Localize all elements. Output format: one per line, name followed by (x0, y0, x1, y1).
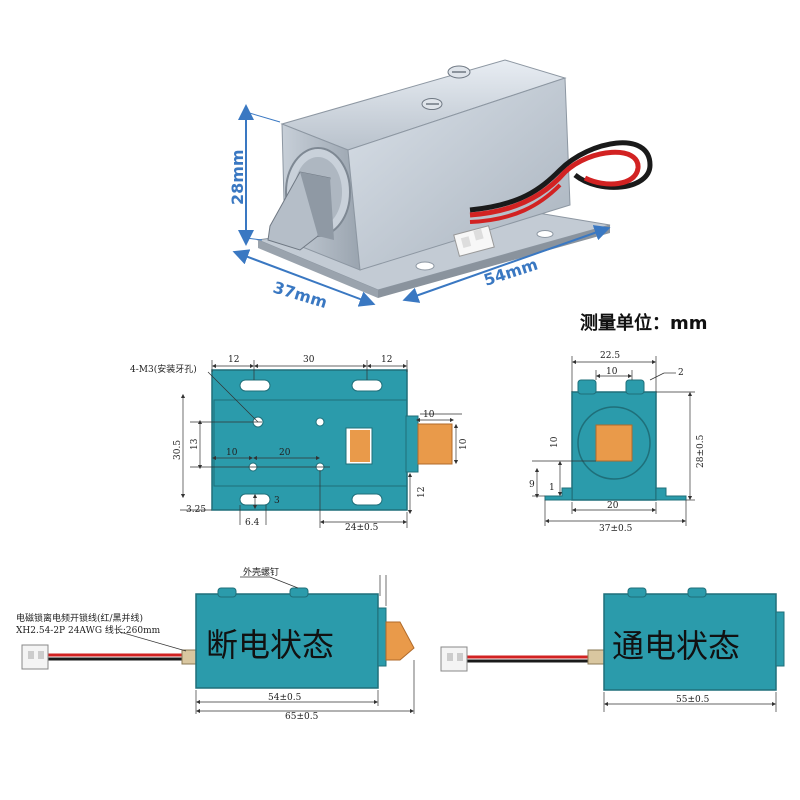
dim-2: 2 (678, 368, 684, 378)
dim-12: 12 (417, 487, 427, 498)
dim-225: 22.5 (600, 351, 620, 361)
dim-64: 6.4 (245, 518, 260, 528)
side-view-dimensions (532, 356, 695, 526)
dim-54: 54±0.5 (268, 693, 302, 703)
wire-note-2: XH2.54-2P 24AWG 线长:260mm (16, 624, 161, 636)
dim-bolt-w: 10 (423, 410, 435, 420)
hole-note: 4-M3(安装牙孔) (130, 363, 197, 375)
off-state-title: 断电状态 (206, 626, 334, 664)
dim-1: 1 (549, 483, 555, 493)
photo-dimensions (232, 104, 611, 307)
dim-bolt-h: 10 (459, 438, 469, 450)
off-state-dimensions (119, 575, 415, 714)
dim-top-right: 12 (381, 355, 392, 365)
dim-side-10: 10 (606, 367, 618, 377)
front-view-dimensions (180, 360, 462, 528)
dim-24: 24±0.5 (345, 523, 379, 533)
on-state-title: 通电状态 (612, 627, 740, 665)
dim-28: 28±0.5 (696, 434, 706, 468)
side-view (544, 379, 687, 501)
dim-325: 3.25 (186, 505, 206, 515)
front-view (211, 369, 453, 511)
dim-9: 9 (529, 480, 535, 490)
dim-top-mid: 30 (303, 355, 315, 365)
dim-10: 10 (226, 448, 238, 458)
off-state-view (21, 587, 415, 689)
on-state-dimensions (603, 692, 777, 712)
dim-side-10v: 10 (550, 436, 560, 448)
dim-65: 65±0.5 (285, 712, 319, 722)
product-photo (256, 59, 653, 298)
dim-height-305: 30.5 (173, 440, 183, 460)
on-state-view (440, 587, 785, 691)
wire-note-1: 电磁锁离电频开锁线(红/黑并线) (16, 612, 143, 624)
screw-note: 外壳螺钉 (243, 566, 279, 578)
dim-20: 20 (279, 448, 291, 458)
dim-side-20: 20 (607, 501, 619, 511)
dim-13: 13 (190, 438, 200, 450)
photo-width-label: 37mm (271, 278, 330, 312)
dim-37: 37±0.5 (599, 524, 633, 534)
dim-55: 55±0.5 (676, 695, 710, 705)
photo-height-label: 28mm (228, 149, 247, 205)
unit-label: 测量单位：mm (580, 312, 708, 334)
dim-top-left: 12 (228, 355, 239, 365)
dim-3: 3 (274, 496, 280, 506)
